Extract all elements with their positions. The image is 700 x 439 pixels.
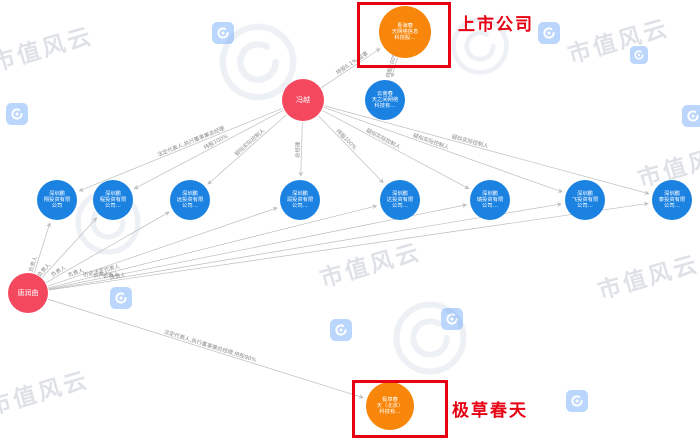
company-node-circle[interactable] xyxy=(170,180,210,220)
node-label: 深圳鹏瑞投资有限公司… xyxy=(477,189,504,209)
node-label: 青海春天网络信息科技股… xyxy=(392,21,419,41)
edge-person_bottom-co_2 xyxy=(41,217,98,278)
edge-label: 疑似实际控制人 xyxy=(365,126,403,151)
edge-person_top-listed_co xyxy=(321,48,381,89)
node-co_5[interactable]: 深圳鹏达投资有限公司… xyxy=(380,180,420,220)
highlight-box-jicao-chuntian xyxy=(352,380,448,438)
edge-person_bottom-co_7 xyxy=(48,202,562,290)
node-co_2[interactable]: 深圳鹏程投资有限公司… xyxy=(93,180,133,220)
edges-layer: 持股6.1%,监事持股100%法定代表人,执行董事兼总经理持股100%疑似实际控… xyxy=(27,48,650,399)
edge-label: 负责人 xyxy=(109,271,127,281)
node-person_top[interactable]: 冯越 xyxy=(282,79,324,121)
edge-person_top-co_7 xyxy=(323,107,563,193)
edge-person_bottom-co_1 xyxy=(33,222,51,274)
node-co_3[interactable]: 深圳鹏远投资有限公司… xyxy=(170,180,210,220)
edge-person_top-co_2 xyxy=(133,109,284,190)
company-node-circle[interactable] xyxy=(365,80,405,120)
edge-person_bottom-co_5 xyxy=(48,204,378,289)
edge-person_top-co_4 xyxy=(298,121,304,177)
company-node-circle[interactable] xyxy=(280,180,320,220)
person-node-circle[interactable] xyxy=(8,273,48,313)
node-label: 深圳鹏达投资有限公司… xyxy=(387,189,414,209)
edge-person_top-co_5 xyxy=(318,115,384,184)
node-jicao[interactable]: 极草春天（北京）科技有… xyxy=(366,382,414,430)
company-node-circle[interactable] xyxy=(366,382,414,430)
node-label: 深圳鹏润投资有限公司… xyxy=(287,189,314,209)
edge-label: 负责人 xyxy=(92,269,110,280)
node-label: 极草春天（北京）科技有… xyxy=(377,395,404,415)
node-label: 冯越 xyxy=(296,95,310,104)
node-person_bottom[interactable]: 唐润曲 xyxy=(8,273,48,313)
node-label: 唐润曲 xyxy=(18,288,39,297)
node-co_right[interactable]: 云南春天之间网络科技有… xyxy=(365,80,405,120)
edge-person_bottom-jicao xyxy=(47,298,364,399)
node-listed_co[interactable]: 青海春天网络信息科技股… xyxy=(379,6,431,58)
person-node-circle[interactable] xyxy=(282,79,324,121)
company-node-circle[interactable] xyxy=(565,180,605,220)
edge-person_top-co_8 xyxy=(324,105,650,195)
edge-label: 持股100% xyxy=(335,127,359,151)
node-co_8[interactable]: 深圳鹏泰投资有限公司… xyxy=(652,180,692,220)
highlight-box-listed-company xyxy=(357,2,451,68)
edge-person_bottom-co_3 xyxy=(46,211,170,283)
edge-label: 总经理 xyxy=(293,141,301,158)
label-listed-company: 上市公司 xyxy=(458,15,534,35)
edge-label: 疑似实际控制人 xyxy=(412,131,451,151)
edge-person_top-co_6 xyxy=(322,110,470,189)
company-node-circle[interactable] xyxy=(37,180,77,220)
edge-label: 疑似实际控制人 xyxy=(451,132,490,150)
edge-person_bottom-co_8 xyxy=(48,201,649,291)
node-co_4[interactable]: 深圳鹏润投资有限公司… xyxy=(280,180,320,220)
edge-label: 疑似实际控制人 xyxy=(233,126,267,157)
edge-label: 负责人 xyxy=(49,263,68,278)
edge-person_top-co_1 xyxy=(78,107,283,192)
edge-person_bottom-co_4 xyxy=(47,206,278,287)
company-node-circle[interactable] xyxy=(93,180,133,220)
label-jicao-chuntian: 极草春天 xyxy=(452,401,528,421)
node-label: 深圳鹏翔投资有限公司 xyxy=(44,189,71,209)
company-node-circle[interactable] xyxy=(652,180,692,220)
company-node-circle[interactable] xyxy=(379,6,431,58)
edge-label: 法定代表人,执行董事兼总经理,持股90% xyxy=(163,328,257,364)
node-label: 深圳鹏泰投资有限公司… xyxy=(659,189,686,209)
nodes-layer: 青海春天网络信息科技股… 冯越 云南春天之间网络科技有… 深圳鹏翔投资有限公司 深圳鹏程… xyxy=(8,6,692,430)
node-co_6[interactable]: 深圳鹏瑞投资有限公司… xyxy=(470,180,510,220)
edge-person_top-co_3 xyxy=(207,114,287,185)
node-co_7[interactable]: 深圳鹏飞投资有限公司… xyxy=(565,180,605,220)
node-label: 云南春天之间网络科技有… xyxy=(372,89,399,109)
node-label: 深圳鹏飞投资有限公司… xyxy=(572,189,599,209)
node-co_1[interactable]: 深圳鹏翔投资有限公司 xyxy=(37,180,77,220)
company-node-circle[interactable] xyxy=(470,180,510,220)
edge-label: 负责人 xyxy=(102,270,120,281)
node-label: 深圳鹏程投资有限公司… xyxy=(100,189,127,209)
company-node-circle[interactable] xyxy=(380,180,420,220)
node-label: 深圳鹏远投资有限公司… xyxy=(177,189,204,209)
